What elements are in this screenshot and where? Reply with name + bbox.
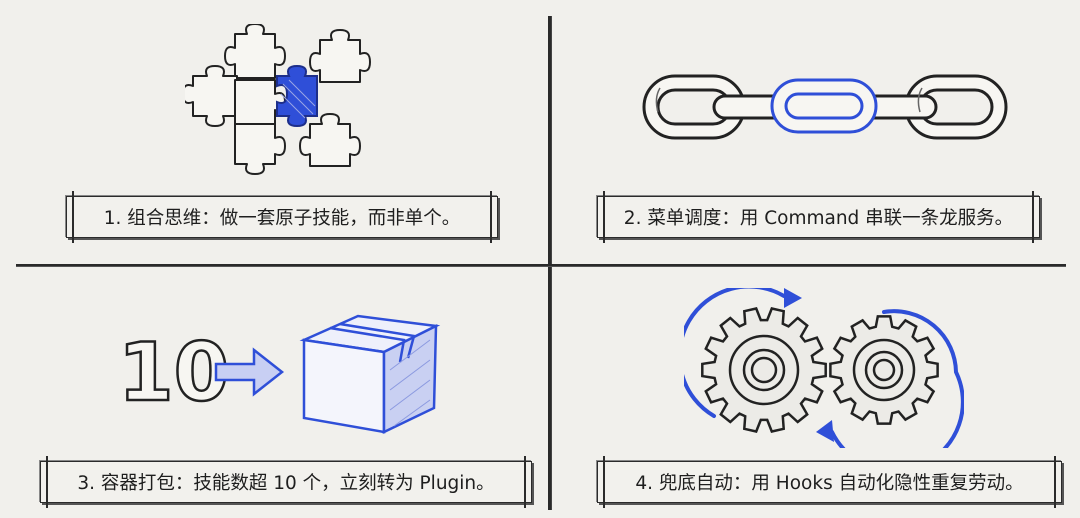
arrow-icon	[214, 347, 285, 397]
chain-icon	[642, 74, 1008, 140]
caption-menu-scheduling: 2. 菜单调度：用 Command 串联一条龙服务。	[597, 191, 1040, 243]
caption-fallback-automation: 4. 兜底自动：用 Hooks 自动化隐性重复劳动。	[597, 456, 1062, 508]
box-icon	[299, 314, 441, 434]
box-scene: 10	[118, 314, 441, 434]
vertical-divider	[548, 16, 552, 510]
gears-icon	[684, 288, 964, 448]
caption-container-packaging: 3. 容器打包：技能数超 10 个，立刻转为 Plugin。	[40, 456, 532, 508]
count-label: 10	[118, 326, 229, 419]
gear-teeth	[829, 315, 939, 425]
caption-composable-thinking: 1. 组合思维：做一套原子技能，而非单个。	[66, 191, 498, 243]
horizontal-divider	[16, 264, 1066, 267]
gear-teeth	[701, 307, 827, 433]
puzzle-icon	[185, 24, 371, 175]
